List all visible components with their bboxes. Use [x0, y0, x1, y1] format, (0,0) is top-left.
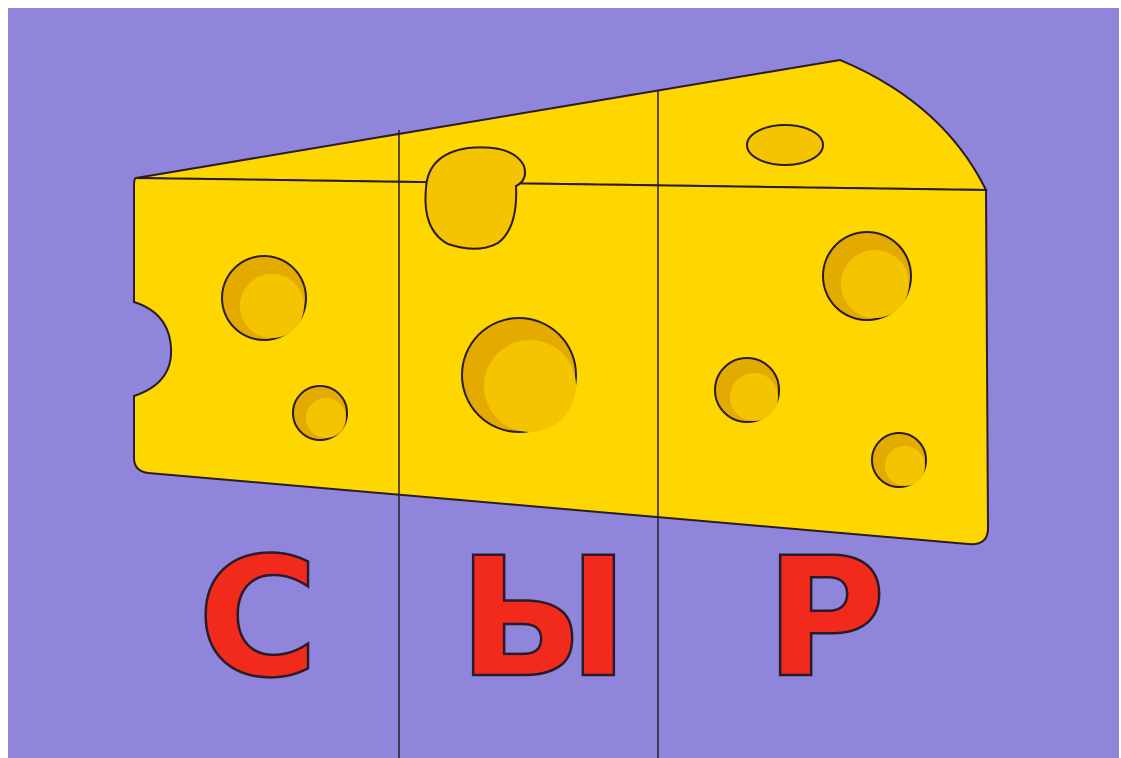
letter-piece-2: Ы: [457, 522, 630, 714]
cheese-hole: [714, 357, 780, 423]
cheese-hole: [292, 385, 348, 441]
cheese-hole: [424, 146, 526, 250]
cheese-top-face: [135, 58, 988, 192]
cheese-hole: [221, 255, 307, 341]
cheese-wedge-icon: [133, 58, 990, 758]
cheese-hole: [461, 317, 577, 433]
cheese-hole: [871, 432, 927, 488]
cheese-hole: [822, 231, 912, 321]
letter-piece-3: Р: [764, 522, 887, 714]
puzzle-canvas: С Ы Р: [8, 8, 1119, 758]
letter-piece-1: С: [196, 522, 320, 714]
cheese-hole: [746, 124, 824, 166]
